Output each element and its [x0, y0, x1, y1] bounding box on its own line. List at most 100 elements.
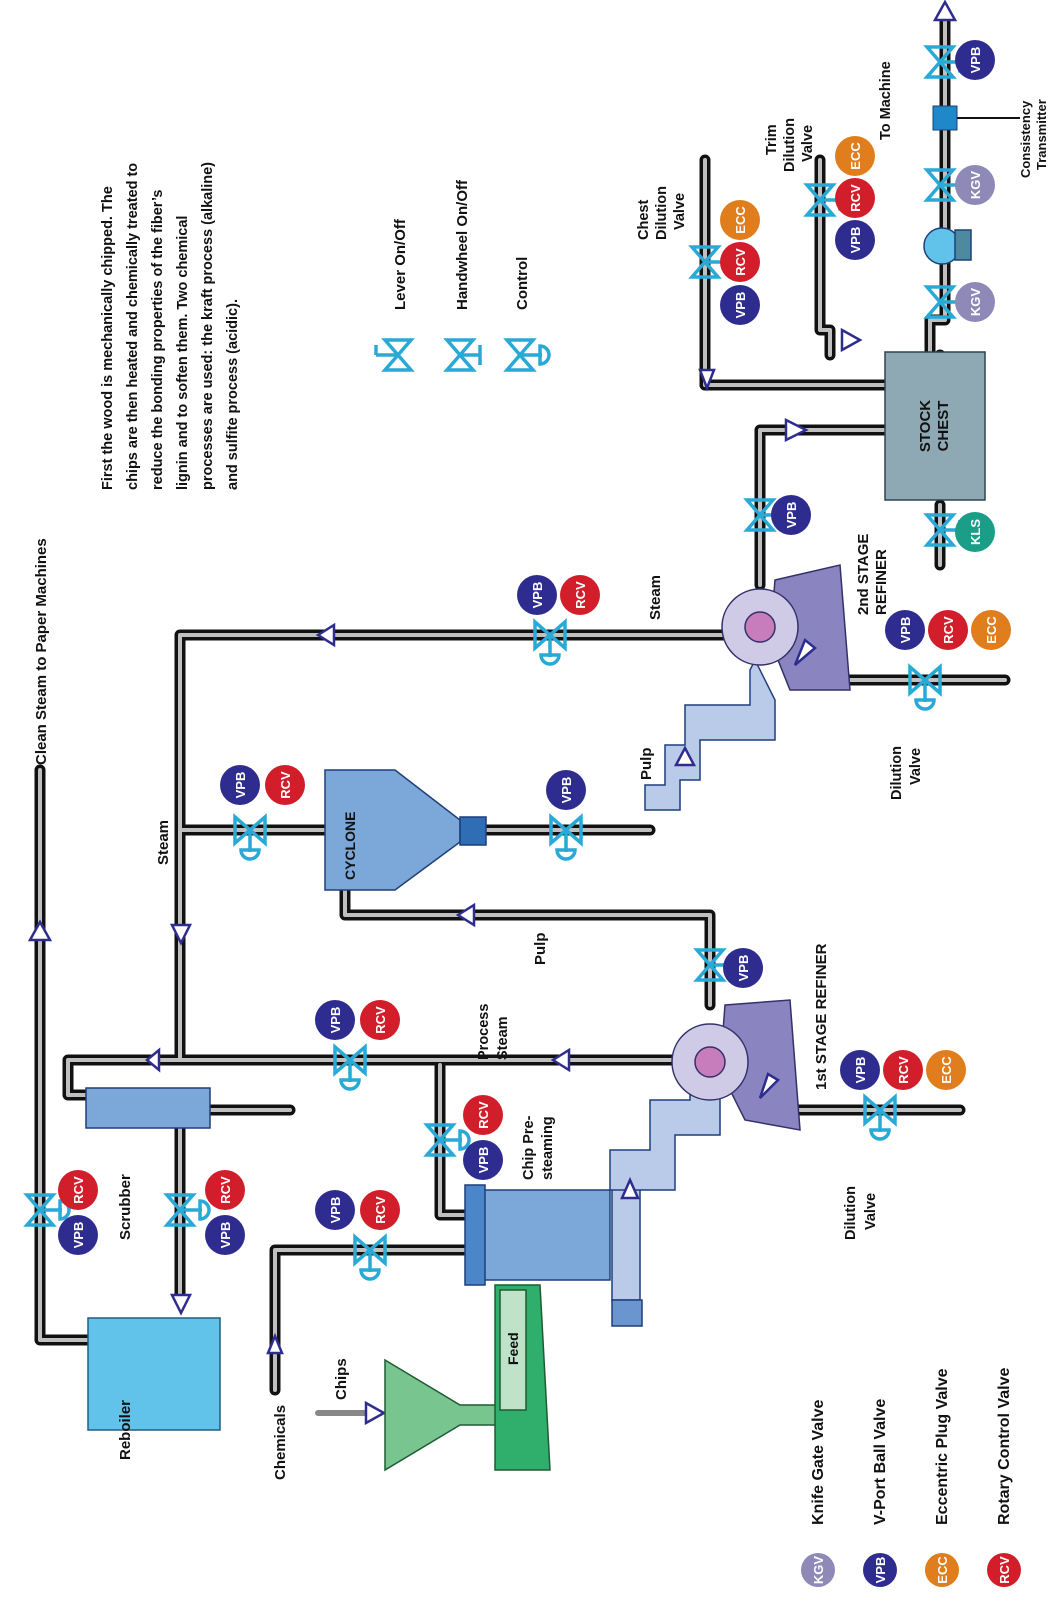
rcv-tag-badge: [883, 1050, 923, 1090]
rcv-tag-badge: [205, 1170, 245, 1210]
vpb-tag-badge: [955, 40, 995, 80]
rcv-tag-text: RCV: [278, 771, 293, 799]
rcv-tag-badge: [58, 1170, 98, 1210]
vpb-tag-badge: [885, 610, 925, 650]
chest-dilution-label-2: Dilution: [654, 186, 670, 240]
kgv-tag-text: KGV: [968, 288, 983, 317]
description-line-3: reduce the bonding properties of the fib…: [150, 190, 166, 491]
vpb-tag-text: VPB: [328, 1197, 343, 1224]
dilution-valve-2-label-b: Valve: [908, 748, 924, 785]
second-refiner-label-1: 2nd STAGE: [855, 534, 872, 615]
steam-right-label: Steam: [647, 575, 664, 620]
dilution-valve-2-label-a: Dilution: [889, 746, 905, 800]
handwheel-valve-icon: [445, 338, 482, 372]
valve-legend: KGV Knife Gate Valve VPB V-Port Ball Val…: [801, 1368, 1021, 1587]
trim-dilution-label-2: Dilution: [782, 118, 798, 172]
rcv-tag-badge: [463, 1095, 503, 1135]
ecc-tag-badge: [835, 136, 875, 176]
vpb-tag-text: VPB: [328, 1007, 343, 1034]
chest-dilution-label-1: Chest: [636, 200, 652, 240]
feed-label: Feed: [505, 1332, 521, 1365]
vpb-tag-text: VPB: [559, 777, 574, 804]
svg-text:RCV: RCV: [997, 1556, 1012, 1584]
control-valve-icon: [505, 338, 551, 372]
kls-tag-badge: [955, 512, 995, 552]
legend-rcv-label: Rotary Control Valve: [996, 1368, 1013, 1525]
rcv-tag-badge: [835, 178, 875, 218]
legend-ecc-badge: [925, 1553, 959, 1587]
vpb-tag-badge: [517, 575, 557, 615]
rcv-tag-text: RCV: [373, 1196, 388, 1224]
clean-steam-label: Clean Steam to Paper Machines: [33, 538, 50, 765]
consistency-transmitter: [932, 105, 958, 131]
rcv-tag-text: RCV: [941, 616, 956, 644]
description-line-4: lignin and to soften them. Two chemical: [175, 216, 191, 490]
legend-kgv-label: Knife Gate Valve: [810, 1400, 827, 1525]
vpb-tag-text: VPB: [71, 1222, 86, 1249]
vpb-tag-badge: [315, 1000, 355, 1040]
ecc-tag-text: ECC: [733, 206, 748, 234]
chips-label: Chips: [333, 1358, 350, 1400]
dilution-valve-1-label-b: Valve: [863, 1193, 879, 1230]
dilution-valve-1-label-a: Dilution: [843, 1186, 859, 1240]
vpb-tag-text: VPB: [530, 582, 545, 609]
scrubber-label: Scrubber: [117, 1174, 134, 1240]
kgv-tag-badge: [955, 282, 995, 322]
trim-dilution-label-1: Trim: [764, 124, 780, 155]
consistency-label-1: Consistency: [1018, 100, 1033, 178]
rcv-tag-text: RCV: [733, 248, 748, 276]
legend-vpb-label: V-Port Ball Valve: [872, 1399, 889, 1525]
rcv-tag-badge: [265, 765, 305, 805]
vpb-tag-text: VPB: [898, 617, 913, 644]
lever-label: Lever On/Off: [392, 218, 409, 310]
steam-left-label: Steam: [155, 820, 172, 865]
pulp-label-1: Pulp: [532, 933, 549, 966]
lever-valve-icon: [374, 338, 413, 372]
kgv-tag-badge: [955, 165, 995, 205]
vpb-tag-badge: [220, 765, 260, 805]
vpb-tag-badge: [723, 948, 763, 988]
stock-chest-label-2: CHEST: [935, 401, 952, 452]
to-machine-label: To Machine: [878, 61, 894, 140]
stock-chest: [884, 351, 986, 501]
svg-text:KGV: KGV: [811, 1556, 826, 1585]
trim-dilution-label-3: Valve: [800, 125, 816, 162]
process-steam-label-2: Steam: [495, 1016, 511, 1060]
stock-chest-label-1: STOCK: [917, 400, 934, 452]
kgv-tag-text: KGV: [968, 171, 983, 200]
vpb-tag-text: VPB: [736, 955, 751, 982]
vpb-tag-badge: [58, 1215, 98, 1255]
consistency-label-2: Transmitter: [1034, 99, 1049, 170]
rcv-tag-badge: [360, 1190, 400, 1230]
vpb-tag-badge: [463, 1140, 503, 1180]
flow-arrows: [27, 0, 958, 1426]
chip-presteaming-label-2: steaming: [540, 1116, 556, 1180]
vpb-tag-text: VPB: [848, 227, 863, 254]
description-line-1: First the wood is mechanically chipped. …: [100, 186, 116, 490]
cyclone-label: CYCLONE: [342, 812, 358, 880]
kls-tag-text: KLS: [968, 519, 983, 545]
rcv-tag-text: RCV: [373, 1006, 388, 1034]
chest-dilution-label-3: Valve: [672, 193, 688, 230]
ecc-tag-text: ECC: [984, 616, 999, 644]
rcv-tag-badge: [360, 1000, 400, 1040]
vpb-tag-badge: [771, 495, 811, 535]
rcv-tag-text: RCV: [476, 1101, 491, 1129]
description-line-6: and sulfite process (acidic).: [225, 299, 241, 490]
valve-tags: VPB RCV VPB RCV VPB RCV VPB RCV VPB RCV VPB RCV VPB V…: [58, 40, 1011, 1255]
svg-text:ECC: ECC: [935, 1556, 950, 1584]
rcv-tag-badge: [928, 610, 968, 650]
rcv-tag-text: RCV: [71, 1176, 86, 1204]
ecc-tag-text: ECC: [939, 1056, 954, 1084]
ecc-tag-badge: [720, 200, 760, 240]
handwheel-label: Handwheel On/Off: [454, 179, 471, 310]
rcv-tag-badge: [560, 575, 600, 615]
ecc-tag-badge: [971, 610, 1011, 650]
svg-text:VPB: VPB: [873, 1557, 888, 1584]
vpb-tag-badge: [835, 220, 875, 260]
rcv-tag-text: RCV: [896, 1056, 911, 1084]
chemicals-label: Chemicals: [272, 1405, 289, 1480]
legend-rcv-badge: [987, 1553, 1021, 1587]
refiner-chute-2: [644, 658, 776, 811]
